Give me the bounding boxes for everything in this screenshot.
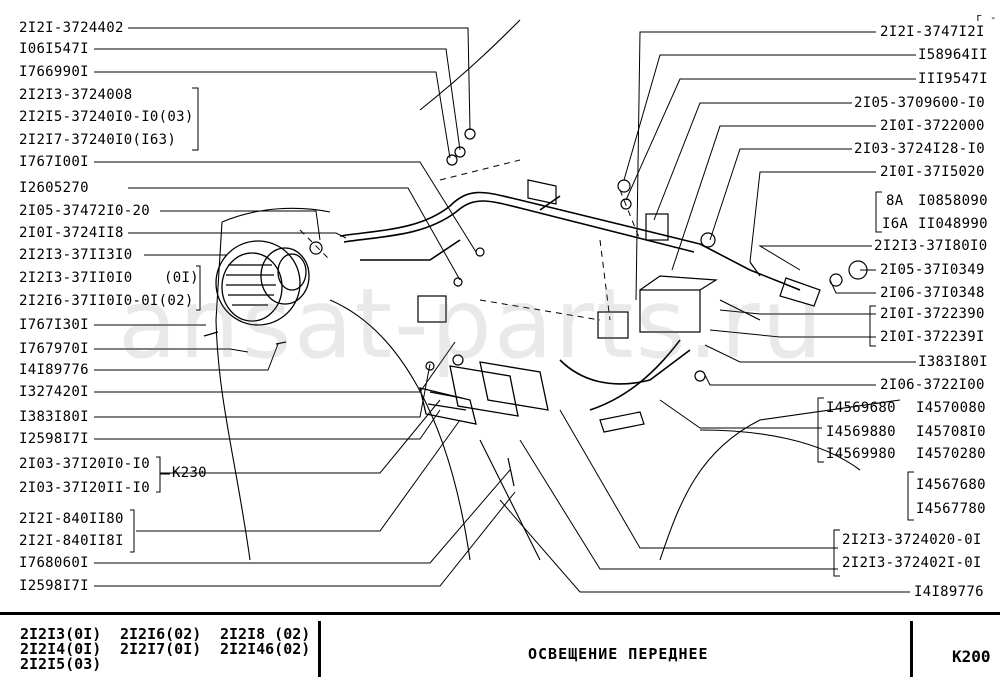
part-label: I2598I7I	[19, 578, 89, 594]
leader-lines-right	[499, 31, 916, 593]
footer-divider	[910, 621, 913, 677]
part-label: I383I80I	[19, 409, 89, 425]
part-label: I383I80I	[918, 354, 988, 370]
corner-mark: г -	[976, 11, 997, 24]
part-label: 2I2I-840II8I	[19, 533, 124, 549]
part-label: I767I30I	[19, 317, 89, 333]
part-label: 2I2I3-37II0I0	[19, 270, 133, 286]
part-label: 2I0I-3724II8	[19, 225, 124, 241]
model-code: 2I2I5(03)	[20, 655, 102, 673]
car-body-outline	[215, 19, 901, 561]
part-label: 2I2I-3747I2I	[880, 24, 985, 40]
part-label: I0858090	[918, 193, 988, 209]
part-label: I4I89776	[19, 362, 89, 378]
model-code: 2I2I46(02)	[220, 640, 311, 658]
part-label: I767I00I	[19, 154, 89, 170]
part-label: 2I2I3-372402I-0I	[842, 555, 982, 571]
part-label: 2I2I3-3724020-0I	[842, 532, 982, 548]
footer-divider	[318, 621, 321, 677]
parts-diagram	[94, 19, 916, 593]
part-label: 2I2I6-37II0I0-0I(02)	[19, 293, 194, 309]
part-label: 2I2I-840II80	[19, 511, 124, 527]
part-label: 2I2I3-37II3I0	[19, 247, 133, 263]
wiring-harness	[339, 191, 801, 411]
part-label: I4569680	[826, 400, 896, 416]
part-label: I2598I7I	[19, 431, 89, 447]
model-code: 2I2I6(02)	[120, 625, 202, 643]
part-label: 2I05-37I0349	[880, 262, 985, 278]
part-label: 2I0I-372239I	[880, 329, 985, 345]
page-number: K200	[952, 647, 991, 666]
model-code: 2I2I3(0I)	[20, 625, 102, 643]
part-label: I4569880	[826, 424, 896, 440]
part-label: I4567680	[916, 477, 986, 493]
part-label: 2I06-37I0348	[880, 285, 985, 301]
part-label: 2I2I-3724402	[19, 20, 124, 36]
part-label: II048990	[918, 216, 988, 232]
part-label: I4570280	[916, 446, 986, 462]
fuse-rating: I6A	[882, 216, 909, 232]
part-label: 2I03-37I20II-I0	[19, 480, 150, 496]
part-label: I45708I0	[916, 424, 986, 440]
dashed-links	[299, 159, 641, 321]
part-label: 2I2I5-37240I0-I0(03)	[19, 109, 194, 125]
part-label: 2I06-3722I00	[880, 377, 985, 393]
variant-note: (0I)	[164, 270, 199, 286]
sheet-title: ОСВЕЩЕНИЕ ПЕРЕДНЕЕ	[528, 645, 709, 663]
variant-note: K230	[172, 465, 207, 481]
part-label: 2I05-3709600-I0	[854, 95, 985, 111]
part-label: 2I0I-3722390	[880, 306, 985, 322]
part-label: I768060I	[19, 555, 89, 571]
part-label: 2I03-37I20I0-I0	[19, 456, 150, 472]
part-label: I4570080	[916, 400, 986, 416]
relay-and-connectors	[203, 128, 868, 487]
part-label: 2I03-3724I28-I0	[854, 141, 985, 157]
model-code: 2I2I8 (02)	[220, 625, 311, 643]
headlight-assembly	[215, 240, 310, 326]
part-label: 2I05-37472I0-20	[19, 203, 150, 219]
part-label: 2I2I3-37I80I0	[874, 238, 988, 254]
part-label: 2I2I3-3724008	[19, 87, 133, 103]
part-label: I4I89776	[914, 584, 984, 600]
part-label: I06I547I	[19, 41, 89, 57]
model-code: 2I2I7(0I)	[120, 640, 202, 658]
part-label: 2I0I-37I5020	[880, 164, 985, 180]
fuse-rating: 8A	[886, 193, 904, 209]
model-code: 2I2I4(0I)	[20, 640, 102, 658]
part-label: I2605270	[19, 180, 89, 196]
part-label: III9547I	[918, 71, 988, 87]
part-label: 2I0I-3722000	[880, 118, 985, 134]
part-label: I766990I	[19, 64, 89, 80]
part-label: I4567780	[916, 501, 986, 517]
part-label: I4569980	[826, 446, 896, 462]
fog-lamps	[419, 361, 549, 425]
part-label: I767970I	[19, 341, 89, 357]
title-block: 2I2I3(0I) 2I2I4(0I) 2I2I5(03) 2I2I6(02) …	[0, 612, 1000, 678]
part-label: 2I2I7-37240I0(I63)	[19, 132, 177, 148]
part-label: I58964II	[918, 47, 988, 63]
part-label: I327420I	[19, 384, 89, 400]
